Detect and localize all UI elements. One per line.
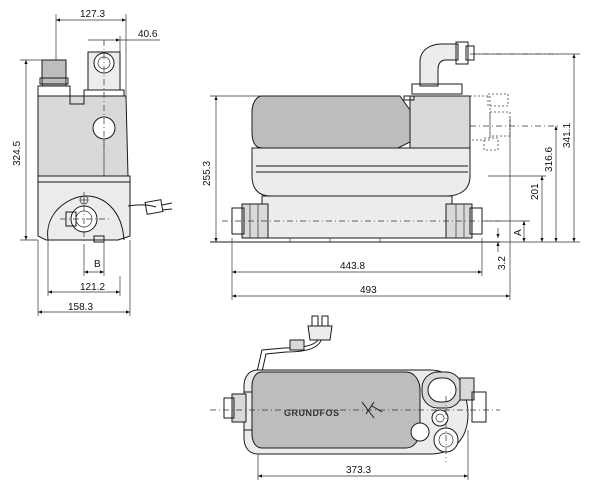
front-view (37, 40, 173, 250)
dim-front-height: 324.5 (12, 141, 23, 166)
dim-outlet-offset: 40.6 (138, 29, 158, 40)
front-cable (127, 204, 157, 208)
side-base (261, 195, 453, 239)
side-outlet-elbow (419, 43, 459, 87)
side-lid (251, 95, 411, 149)
dim-outlet-height: 316.6 (544, 147, 555, 172)
front-tank (37, 95, 129, 177)
dim-base-outer: 158.3 (68, 302, 93, 313)
front-dimensions: 127.3 40.6 324.5 B 121.2 158.3 (12, 9, 160, 316)
dim-length-total: 493 (360, 285, 377, 296)
brand-label: GRUNDFOS (284, 408, 340, 418)
dim-b-label: B (94, 259, 101, 270)
front-inlet-left (41, 59, 67, 87)
side-view (210, 41, 560, 243)
top-plug (307, 325, 333, 341)
dim-top-width: 127.3 (80, 9, 105, 20)
dim-inlet-height: 201 (530, 183, 541, 200)
top-dimensions: 373.3 (257, 430, 469, 480)
top-view: GRUNDFOS (210, 315, 500, 462)
side-outlet-alt (470, 95, 491, 141)
side-dimensions: 255.3 443.8 493 3.2 A 201 316.6 341.1 (202, 53, 580, 300)
dim-top-width-view: 373.3 (346, 465, 371, 476)
dim-total-height: 341.1 (562, 123, 573, 148)
dim-side-height: 255.3 (202, 161, 213, 186)
dim-length-body: 443.8 (340, 261, 365, 272)
top-vent-small (431, 409, 449, 427)
dim-a-label: A (513, 229, 524, 236)
dim-base-inner: 121.2 (80, 282, 105, 293)
dim-gap: 3.2 (497, 256, 508, 270)
